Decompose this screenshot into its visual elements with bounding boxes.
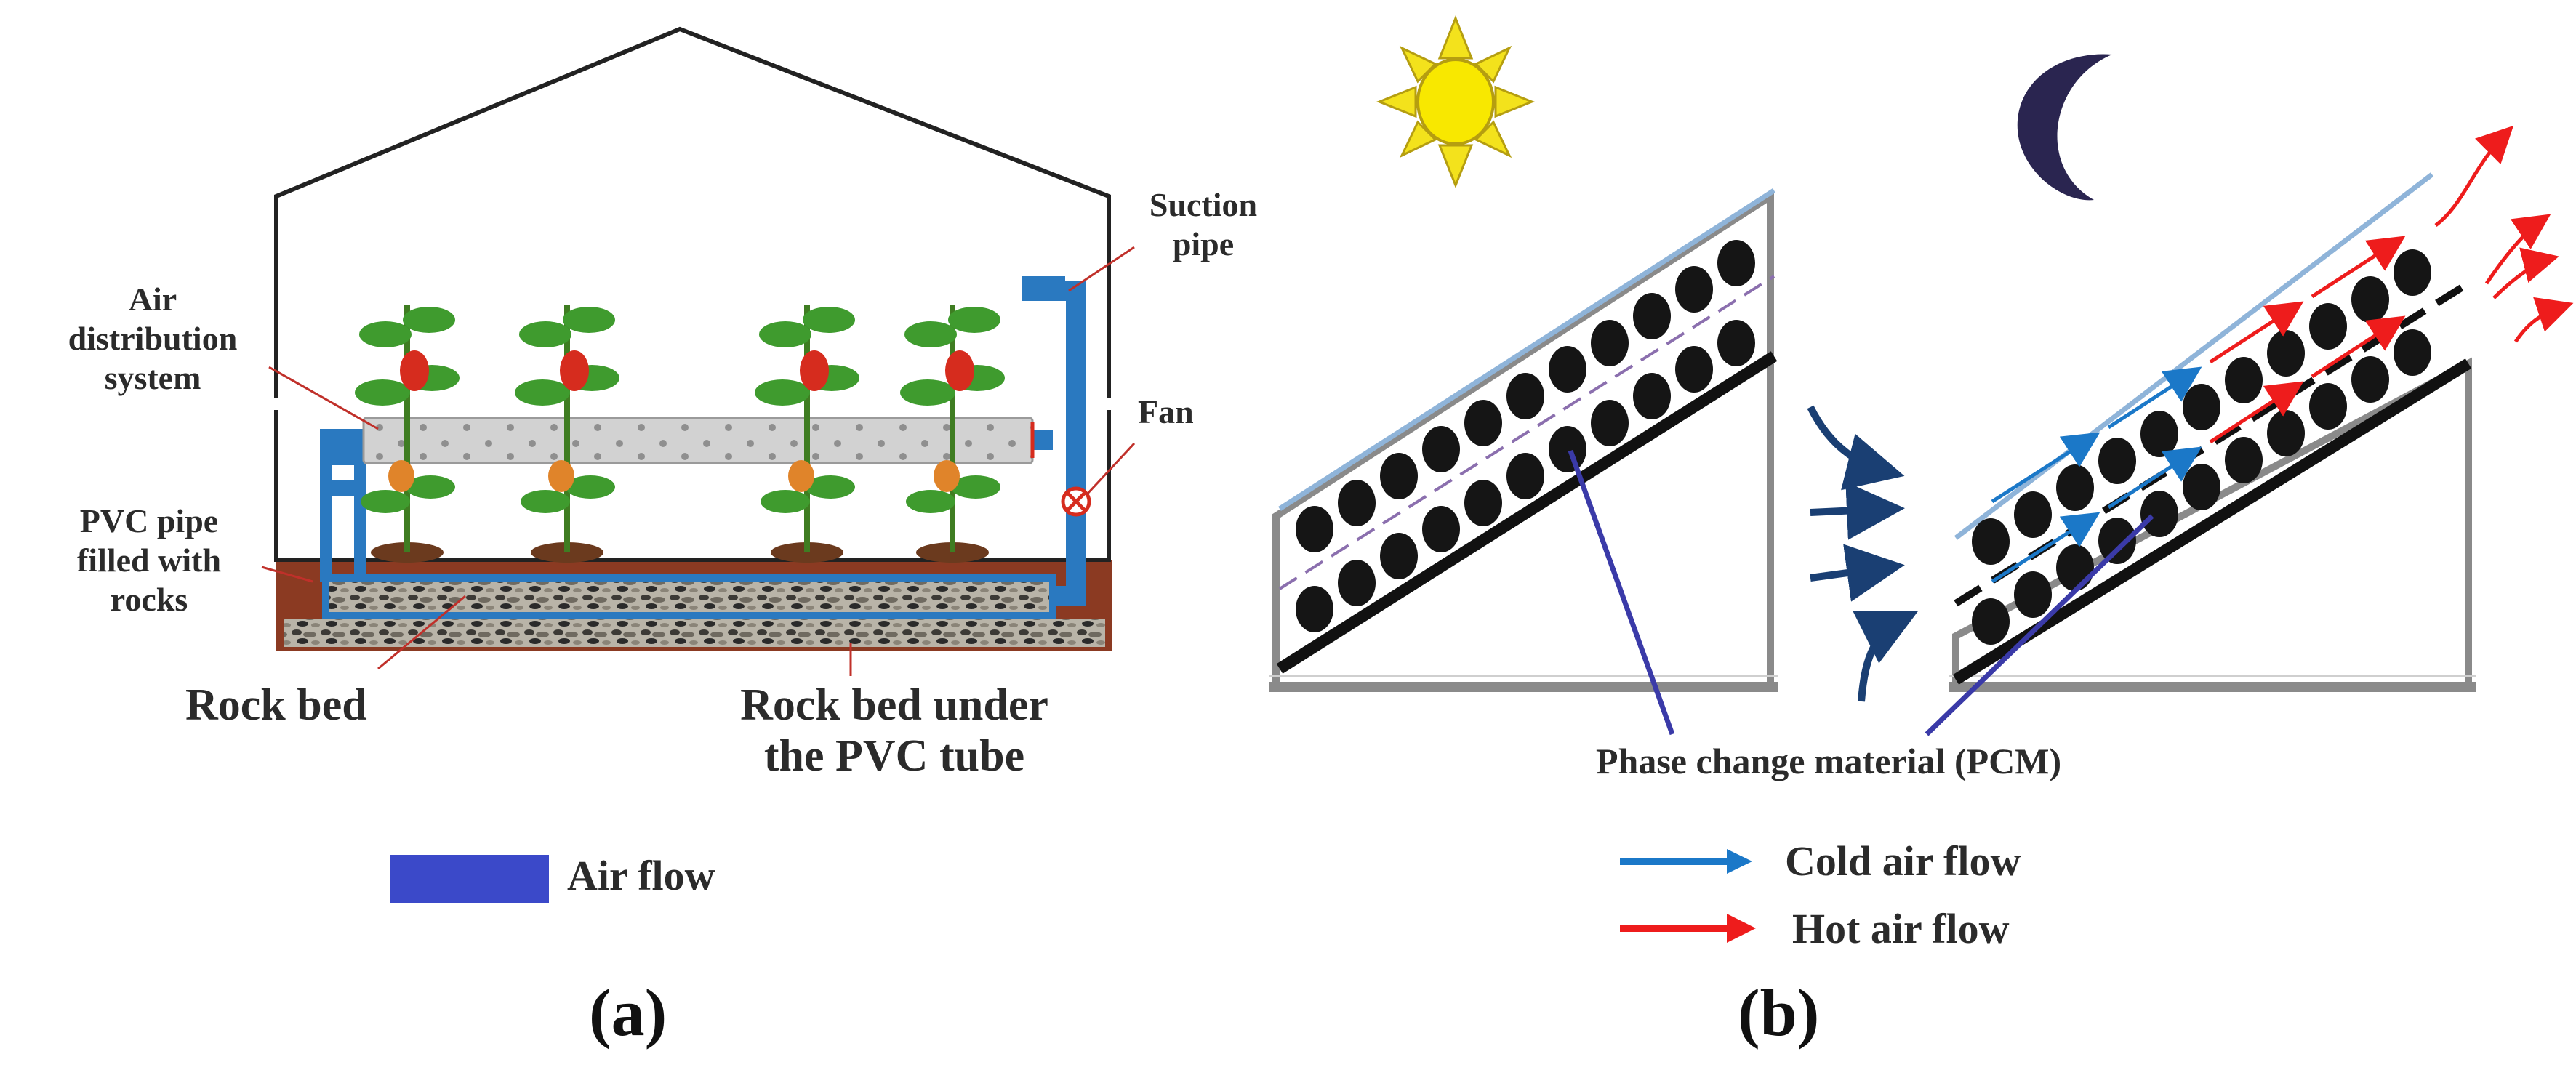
sun-icon [1376, 15, 1536, 189]
label-suction-pipe: Suction pipe [1149, 186, 1258, 262]
fan-icon [1061, 486, 1091, 517]
label-pcm: Phase change material (PCM) [1596, 741, 2062, 781]
label-pvc-pipe: PVC pipe filled with rocks [76, 502, 222, 618]
solar-collector-diagram [1269, 15, 2574, 943]
collector-night [1807, 125, 2574, 702]
label-rock-bed: Rock bed [185, 680, 367, 730]
air-distribution-pipe [362, 417, 1034, 464]
air-flow-swatch [390, 855, 549, 903]
legend-cold-arrow [1620, 849, 1752, 874]
legend-cold-label: Cold air flow [1785, 837, 2021, 885]
legend-hot-arrow [1620, 914, 1756, 943]
collector-day [1269, 188, 1778, 692]
moon-icon [2017, 54, 2112, 201]
label-rock-bed-under: Rock bed under the PVC tube [740, 680, 1048, 781]
suction-pipe [1032, 281, 1086, 606]
label-air-distribution: Air distribution system [68, 281, 238, 396]
greenhouse-diagram [261, 26, 1136, 903]
pvc-tube [322, 574, 1056, 619]
label-fan: Fan [1138, 393, 1194, 430]
panel-label-b: (b) [1738, 976, 1820, 1050]
plants [355, 305, 1005, 563]
legend-air-flow-label: Air flow [567, 852, 715, 899]
pcm-pointers [1568, 449, 2154, 736]
legend-hot-label: Hot air flow [1792, 905, 2010, 952]
leader-lines [261, 246, 1136, 676]
panel-label-a: (a) [589, 976, 667, 1050]
rock-bed-layer [284, 619, 1105, 647]
